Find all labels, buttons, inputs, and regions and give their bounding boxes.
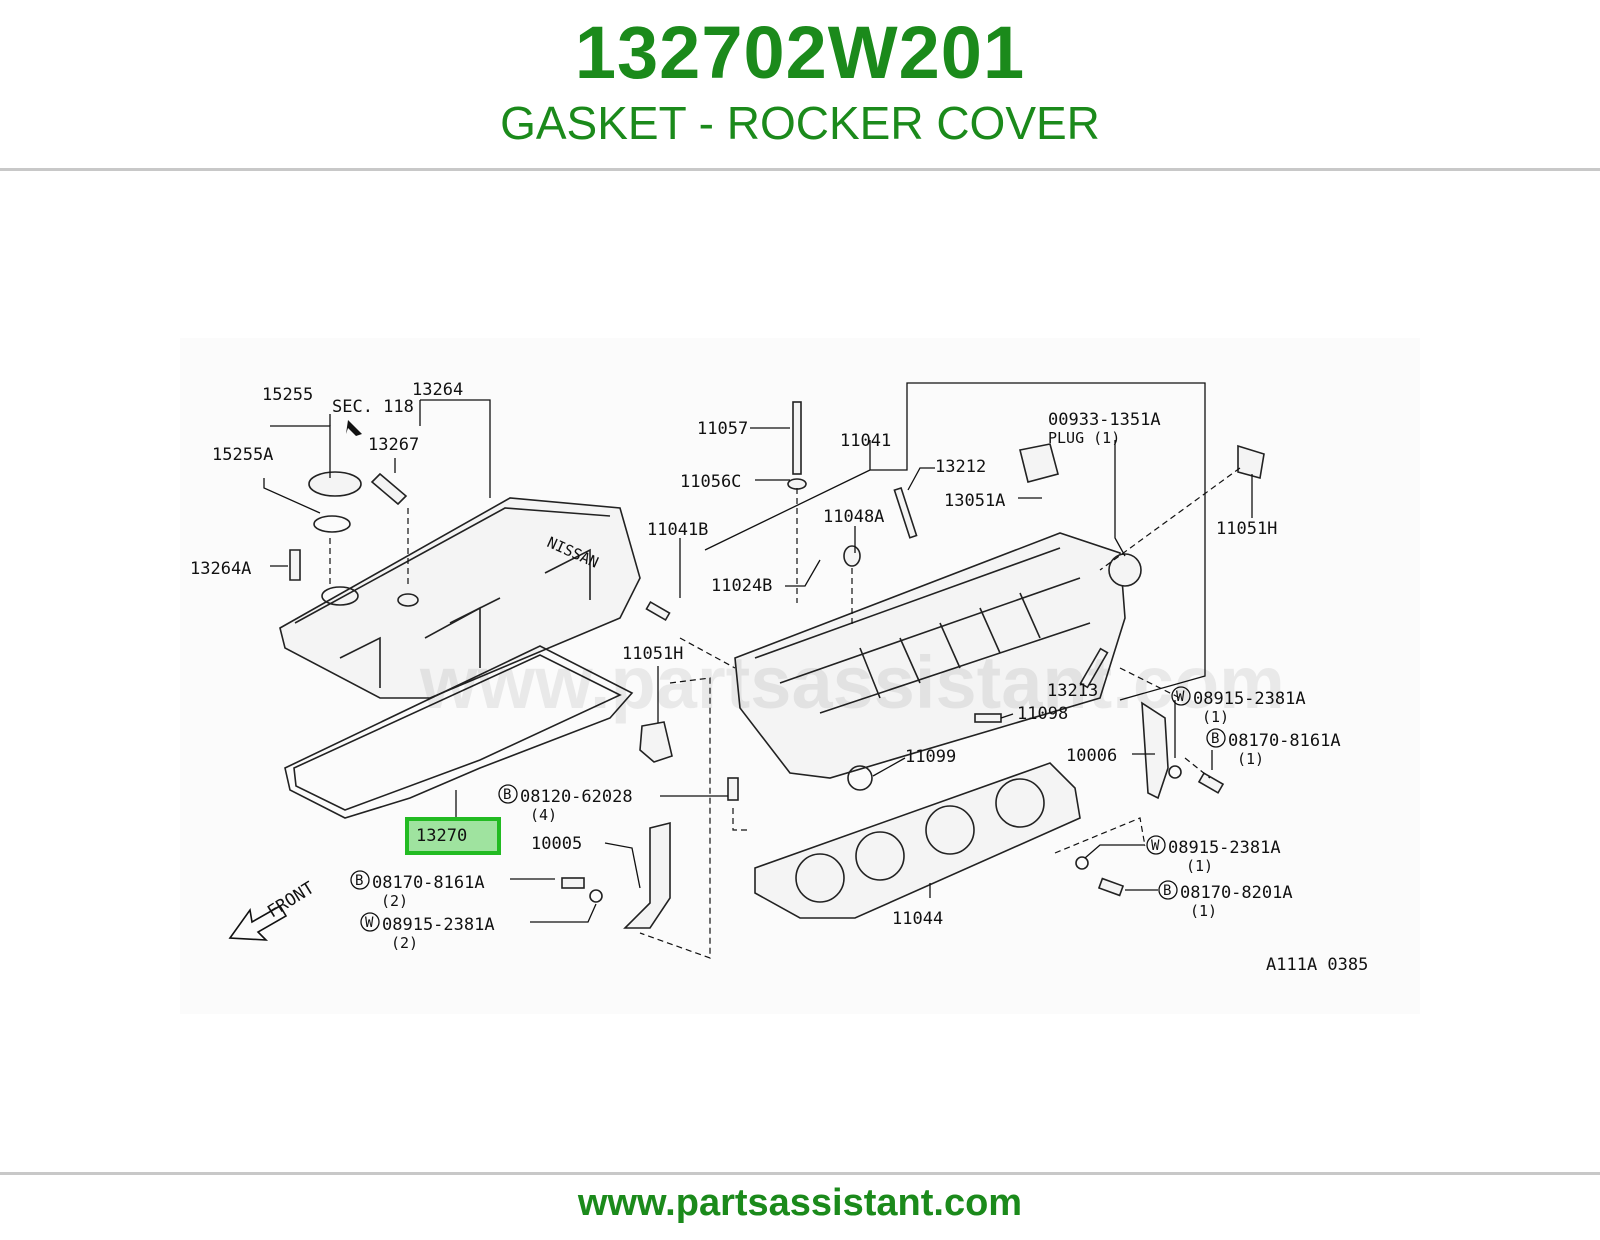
callout-11056C: 11056C xyxy=(680,472,741,492)
svg-text:08915-2381A: 08915-2381A xyxy=(1168,838,1281,858)
svg-text:08170-8161A: 08170-8161A xyxy=(1228,731,1341,751)
callout-11024B: 11024B xyxy=(711,576,772,596)
head-gasket-drawing xyxy=(754,762,1081,919)
svg-text:(4): (4) xyxy=(530,806,557,824)
svg-text:B: B xyxy=(503,787,511,803)
callout-washer-3: W 08915-2381A (2) xyxy=(360,912,495,952)
callout-bolt-3: B 08170-8161A (2) xyxy=(350,870,485,910)
svg-text:W: W xyxy=(365,915,374,931)
front-arrow-icon xyxy=(228,904,288,941)
dashed-guide-lines xyxy=(329,467,1241,959)
svg-text:(2): (2) xyxy=(381,892,408,910)
callout-11044: 11044 xyxy=(892,909,943,929)
front-direction-indicator: FRONT xyxy=(228,878,318,941)
diagram-reference-code: A111A 0385 xyxy=(1266,955,1368,975)
callout-11048A: 11048A xyxy=(823,507,884,527)
svg-text:08915-2381A: 08915-2381A xyxy=(1193,689,1306,709)
diagram-canvas: NISSAN xyxy=(190,380,1368,975)
rocker-cover-drawing: NISSAN xyxy=(279,497,641,699)
callout-10005: 10005 xyxy=(531,834,582,854)
callout-11099: 11099 xyxy=(905,747,956,767)
callout-bolt-2: B 08120-62028 (4) xyxy=(498,784,633,824)
callout-washer-4: W 08915-2381A (1) xyxy=(1146,835,1281,875)
callout-13213: 13213 xyxy=(1047,681,1098,701)
leader-lines xyxy=(263,382,1253,923)
callout-15255A: 15255A xyxy=(212,445,273,465)
callout-bolt-1: B 08170-8161A (1) xyxy=(1206,728,1341,768)
callout-washer-1: W 08915-2381A (1) xyxy=(1171,686,1306,726)
svg-text:W: W xyxy=(1176,689,1185,705)
callout-00933-1351A: 00933-1351A xyxy=(1048,410,1161,430)
svg-text:W: W xyxy=(1151,838,1160,854)
svg-text:08170-8161A: 08170-8161A xyxy=(372,873,485,893)
svg-text:08120-62028: 08120-62028 xyxy=(520,787,633,807)
svg-text:08915-2381A: 08915-2381A xyxy=(382,915,495,935)
callout-13270: 13270 xyxy=(416,826,467,846)
callout-11057: 11057 xyxy=(697,419,748,439)
small-parts-drawing xyxy=(561,401,1265,903)
oil-filler-cap-drawing xyxy=(289,471,408,581)
callout-13267: 13267 xyxy=(368,435,419,455)
svg-text:(1): (1) xyxy=(1237,750,1264,768)
callout-11098: 11098 xyxy=(1017,704,1068,724)
callout-bolt-4: B 08170-8201A (1) xyxy=(1158,880,1293,920)
rocker-cover-gasket-drawing xyxy=(284,645,634,819)
bracket-10006-drawing xyxy=(1141,701,1169,800)
callout-11041B: 11041B xyxy=(647,520,708,540)
callout-13264A: 13264A xyxy=(190,559,251,579)
callout-11041: 11041 xyxy=(840,431,891,451)
svg-text:B: B xyxy=(355,873,363,889)
page-header: 132702W201 GASKET - ROCKER COVER xyxy=(0,0,1600,170)
exploded-parts-diagram: NISSAN xyxy=(180,338,1420,1014)
part-name-subtitle: GASKET - ROCKER COVER xyxy=(500,97,1100,149)
svg-text:(1): (1) xyxy=(1190,902,1217,920)
svg-text:08170-8201A: 08170-8201A xyxy=(1180,883,1293,903)
svg-text:(1): (1) xyxy=(1202,708,1229,726)
footer-site-link[interactable]: www.partsassistant.com xyxy=(577,1182,1023,1224)
callout-15255: 15255 xyxy=(262,385,313,405)
callout-13264: 13264 xyxy=(412,380,463,400)
svg-text:FRONT: FRONT xyxy=(264,878,318,922)
bracket-10005-drawing xyxy=(623,821,671,929)
callout-plug-qty: PLUG (1) xyxy=(1048,429,1120,447)
callout-sec-118: SEC. 118 xyxy=(332,397,414,417)
callout-13270-highlighted[interactable]: 13270 xyxy=(405,817,501,855)
callout-labels: 15255 SEC. 118 13264 15255A 13267 13264A… xyxy=(190,380,1368,975)
callout-13051A: 13051A xyxy=(944,491,1005,511)
callout-10006: 10006 xyxy=(1066,746,1117,766)
cylinder-head-drawing xyxy=(734,532,1142,791)
part-number-title: 132702W201 xyxy=(574,11,1026,94)
svg-text:B: B xyxy=(1211,731,1219,747)
header-divider xyxy=(0,168,1600,171)
callout-11051H-right: 11051H xyxy=(1216,519,1277,539)
callout-11051H-left: 11051H xyxy=(622,644,683,664)
sec-118-arrow-icon xyxy=(346,420,362,436)
footer-divider xyxy=(0,1172,1600,1175)
svg-text:B: B xyxy=(1163,883,1171,899)
svg-text:(1): (1) xyxy=(1186,857,1213,875)
svg-text:(2): (2) xyxy=(391,934,418,952)
callout-13212: 13212 xyxy=(935,457,986,477)
